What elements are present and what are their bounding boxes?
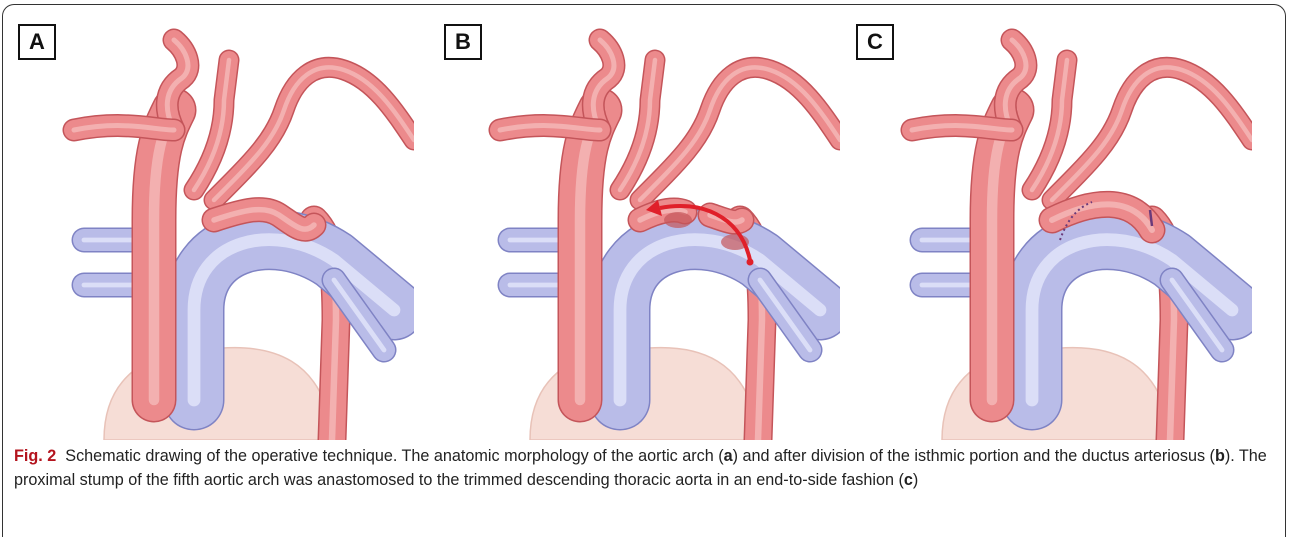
proximal-cut-end	[664, 212, 692, 228]
panel-b: B	[440, 20, 840, 440]
caption-seg-5: c	[904, 471, 913, 489]
caption-seg-6: )	[913, 471, 918, 489]
panel-c-label: C	[856, 24, 894, 60]
left-subclavian	[1052, 67, 1252, 200]
caption-seg-3: b	[1215, 447, 1225, 465]
panel-a-label: A	[18, 24, 56, 60]
caption-seg-1: a	[724, 447, 733, 465]
arrow-origin-dot	[747, 259, 754, 266]
panel-b-illustration	[440, 20, 840, 440]
left-subclavian	[640, 67, 840, 200]
caption-seg-0: Schematic drawing of the operative techn…	[65, 447, 723, 465]
figure-caption: Fig. 2 Schematic drawing of the operativ…	[14, 444, 1276, 492]
left-subclavian	[214, 67, 414, 200]
panel-a: A	[14, 20, 414, 440]
figure-label: Fig. 2	[14, 447, 56, 465]
panel-a-illustration	[14, 20, 414, 440]
panel-c-illustration	[852, 20, 1252, 440]
caption-seg-2: ) and after division of the isthmic port…	[733, 447, 1215, 465]
panel-b-label: B	[444, 24, 482, 60]
caption-body: Schematic drawing of the operative techn…	[14, 447, 1267, 489]
panel-c: C	[852, 20, 1252, 440]
